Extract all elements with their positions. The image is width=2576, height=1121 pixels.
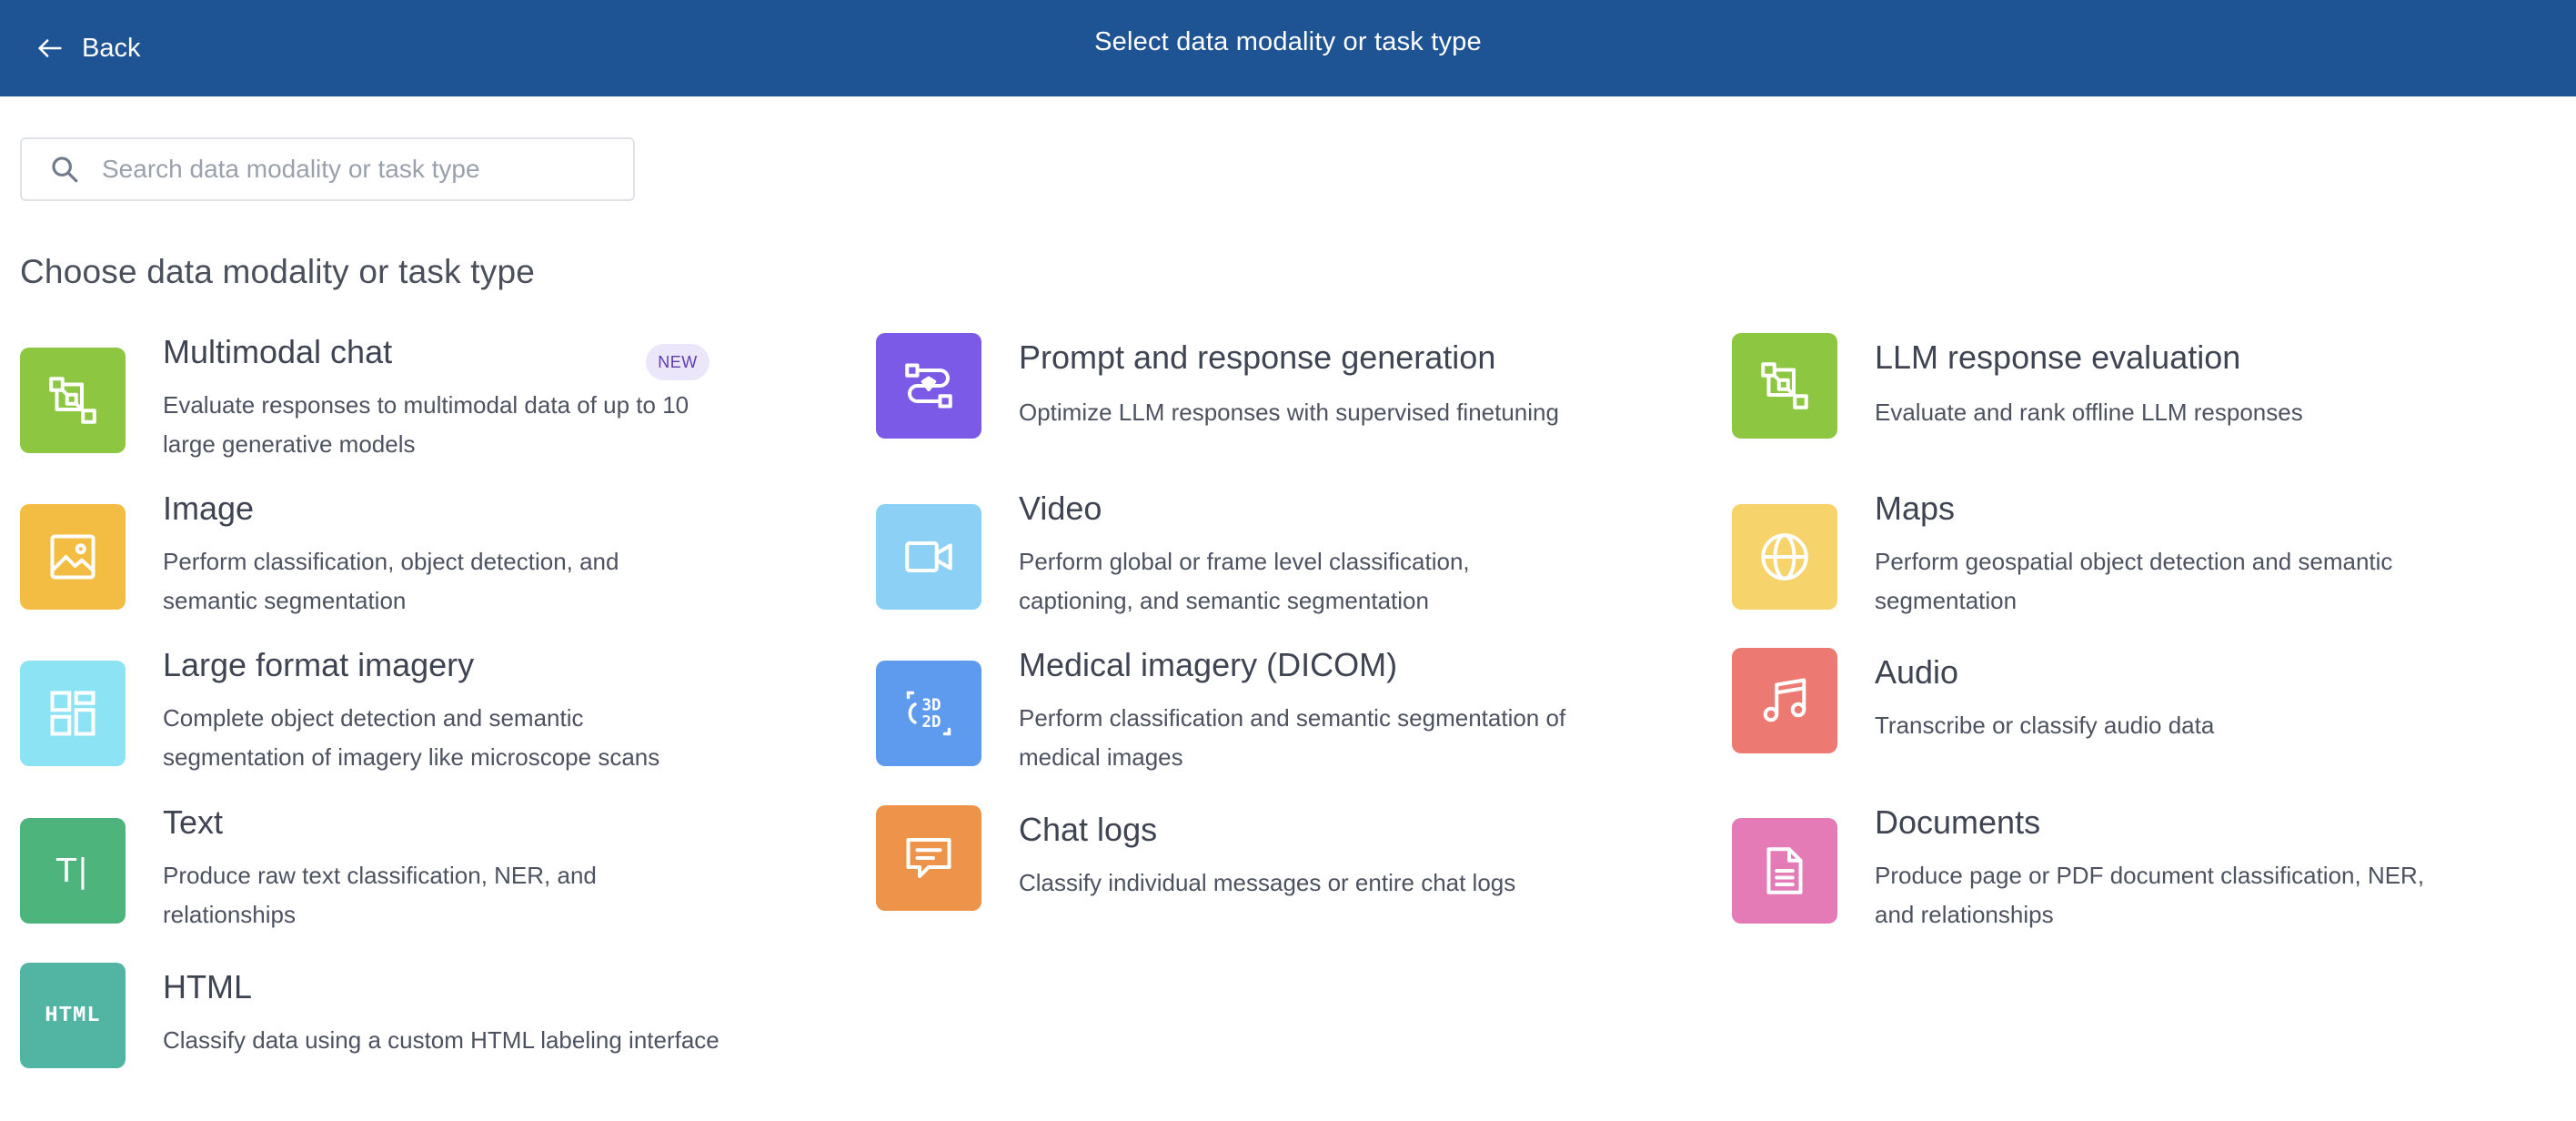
card-title: Documents — [1875, 803, 2041, 841]
card-title: Maps — [1875, 490, 1956, 527]
dicom-icon: 3D 2D — [906, 691, 951, 736]
card-text[interactable]: T| Text Produce raw text classification,… — [20, 803, 711, 940]
page-title: Select data modality or task type — [1094, 27, 1482, 56]
card-video[interactable]: Video Perform global or frame level clas… — [876, 490, 1622, 626]
globe-icon — [1761, 533, 1808, 581]
card-title: Medical imagery (DICOM) — [1019, 646, 1398, 683]
tile-dicom: 3D 2D — [876, 661, 981, 766]
html-icon: HTML — [45, 1003, 101, 1028]
tile-multimodal-chat — [20, 348, 126, 453]
tile-maps — [1732, 504, 1837, 610]
tile-chat-logs — [876, 805, 981, 911]
card-title: LLM response evaluation — [1875, 338, 2241, 376]
card-description: Evaluate responses to multimodal data of… — [163, 391, 689, 458]
tile-llm-eval — [1732, 333, 1837, 439]
card-maps[interactable]: Maps Perform geospatial object detection… — [1732, 490, 2478, 626]
card-title: Video — [1019, 490, 1102, 527]
document-icon — [1766, 847, 1803, 894]
tile-audio — [1732, 648, 1837, 753]
card-description: Perform geospatial object detection and … — [1875, 548, 2393, 614]
tile-large-format — [20, 661, 126, 766]
card-description: Transcribe or classify audio data — [1875, 712, 2215, 739]
top-bar: Back Select data modality or task type — [0, 0, 2576, 96]
new-badge: NEW — [646, 344, 709, 380]
card-prompt-response-generation[interactable]: Prompt and response generation Optimize … — [876, 333, 1622, 442]
card-title: Audio — [1875, 653, 1959, 691]
back-button[interactable]: Back — [35, 25, 140, 71]
tile-video — [876, 504, 981, 610]
card-chat-logs[interactable]: Chat logs Classify individual messages o… — [876, 805, 1622, 914]
card-description: Classify data using a custom HTML labeli… — [163, 1026, 719, 1054]
card-description: Perform classification, object detection… — [163, 548, 619, 614]
search-box — [20, 137, 635, 201]
card-description: Perform classification and semantic segm… — [1019, 704, 1566, 771]
video-icon — [905, 541, 952, 572]
multimodal-icon — [49, 377, 96, 424]
card-description: Perform global or frame level classifica… — [1019, 548, 1470, 614]
tile-text: T| — [20, 818, 126, 924]
card-description: Produce raw text classification, NER, an… — [163, 862, 597, 928]
dicom-2d-label: 2D — [922, 713, 941, 732]
card-title: HTML — [163, 968, 252, 1005]
card-description: Classify individual messages or entire c… — [1019, 869, 1516, 896]
tile-html: HTML — [20, 963, 126, 1068]
card-documents[interactable]: Documents Produce page or PDF document c… — [1732, 803, 2478, 940]
card-multimodal-chat[interactable]: Multimodal chat NEW Evaluate responses t… — [20, 331, 711, 468]
tile-image — [20, 504, 126, 610]
card-title: Prompt and response generation — [1019, 338, 1496, 376]
card-title: Chat logs — [1019, 811, 1158, 848]
music-icon — [1763, 678, 1806, 722]
llm-eval-icon — [1761, 362, 1808, 409]
card-audio[interactable]: Audio Transcribe or classify audio data — [1732, 648, 2478, 757]
chat-icon — [906, 838, 951, 878]
image-icon — [50, 534, 96, 580]
search-input[interactable] — [100, 154, 613, 185]
card-description: Optimize LLM responses with supervised f… — [1019, 399, 1559, 426]
card-llm-response-evaluation[interactable]: LLM response evaluation Evaluate and ran… — [1732, 333, 2478, 442]
section-title: Choose data modality or task type — [20, 253, 536, 290]
card-large-format-imagery[interactable]: Large format imagery Complete object det… — [20, 646, 711, 783]
large-format-icon — [50, 691, 96, 736]
card-title: Multimodal chat — [163, 333, 393, 370]
card-description: Produce page or PDF document classificat… — [1875, 862, 2425, 928]
card-medical-imagery[interactable]: 3D 2D Medical imagery (DICOM) Perform cl… — [876, 646, 1622, 783]
text-icon: T| — [55, 852, 90, 890]
tile-documents — [1732, 818, 1837, 924]
search-icon — [52, 157, 78, 183]
prompt-icon — [905, 363, 952, 409]
tile-prompt-response — [876, 333, 981, 439]
card-title: Text — [163, 803, 224, 841]
card-description: Evaluate and rank offline LLM responses — [1875, 399, 2303, 426]
card-description: Complete object detection and semantic s… — [163, 704, 660, 771]
card-image[interactable]: Image Perform classification, object det… — [20, 490, 711, 626]
card-title: Large format imagery — [163, 646, 475, 683]
back-label: Back — [82, 33, 141, 63]
card-title: Image — [163, 490, 255, 527]
dicom-3d-label: 3D — [922, 696, 941, 714]
card-html[interactable]: HTML HTML Classify data using a custom H… — [20, 963, 719, 1072]
arrow-left-icon — [38, 39, 62, 57]
